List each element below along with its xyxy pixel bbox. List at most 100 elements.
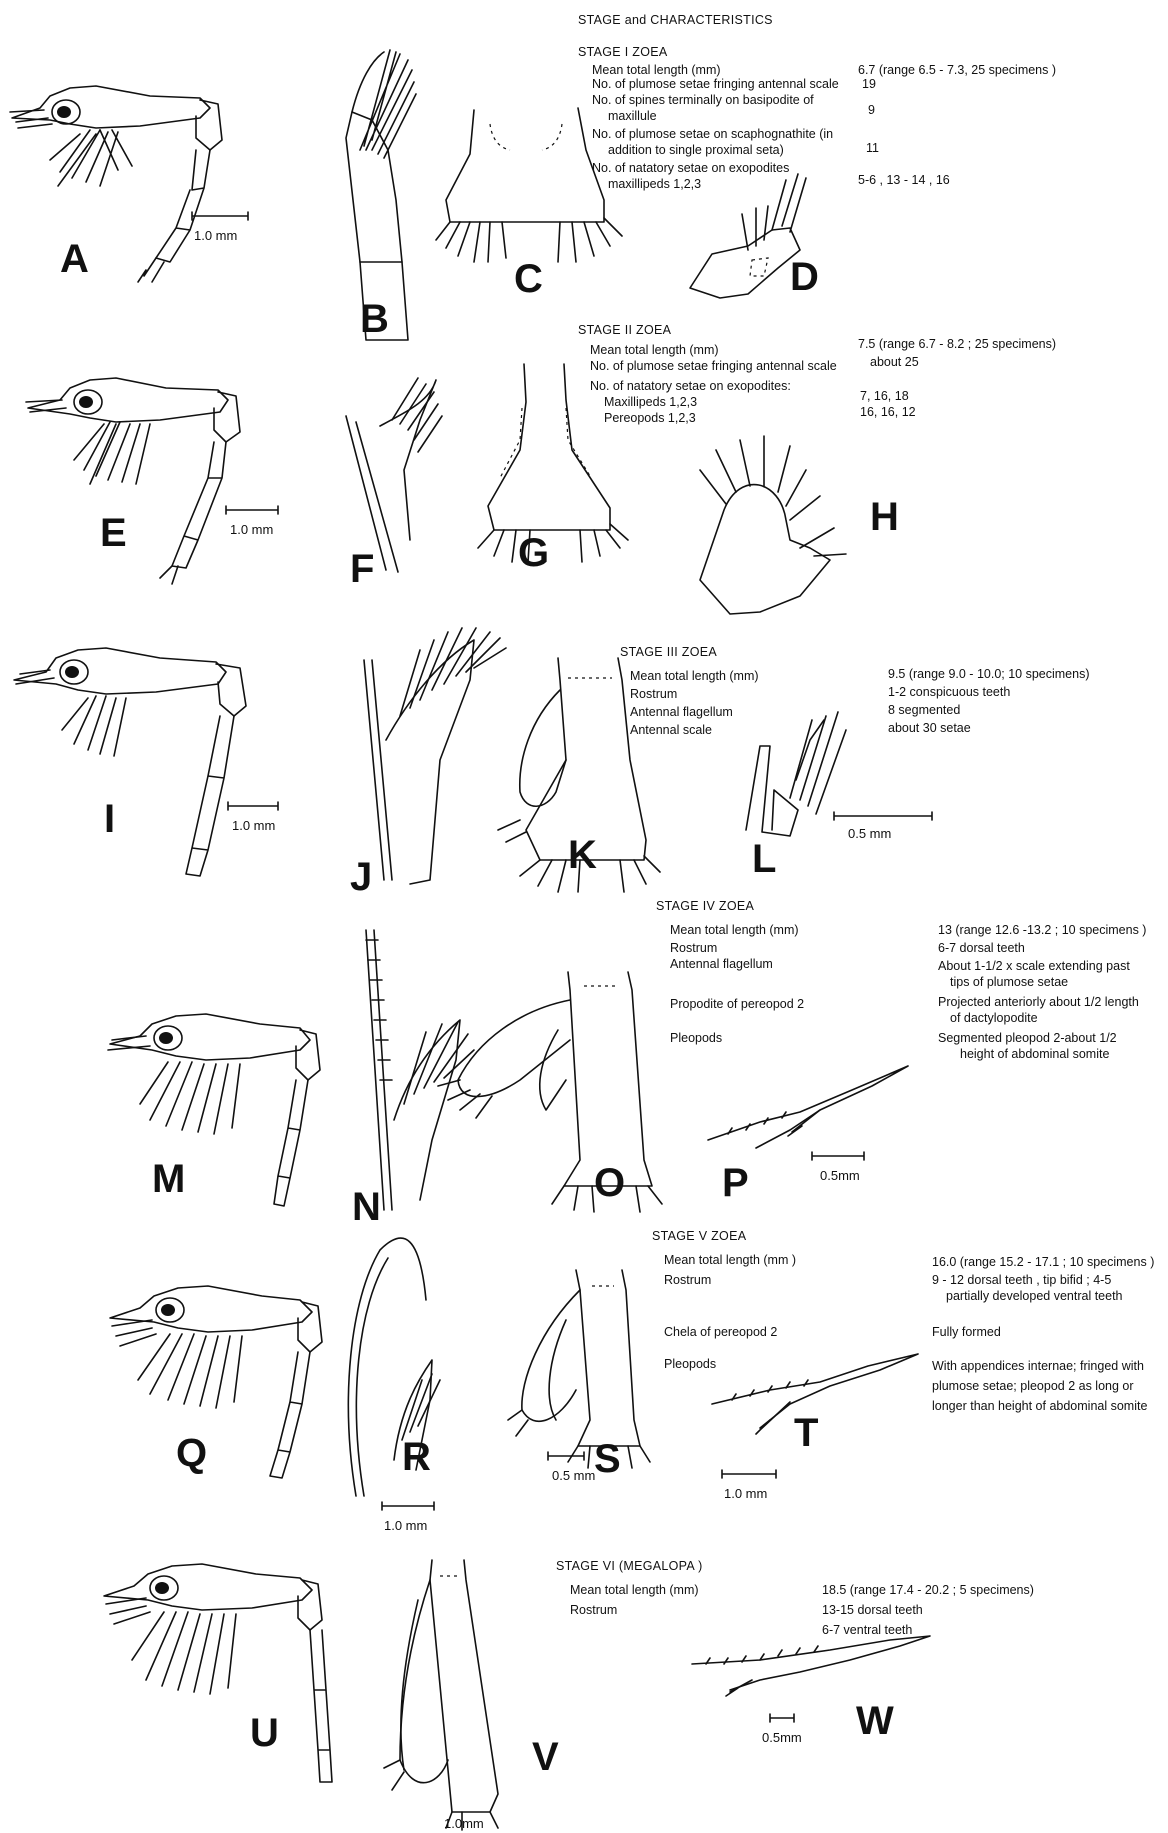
rostrum-drawing-p [708, 1066, 908, 1148]
larva-drawing-m [108, 1014, 320, 1206]
scale-label-t: 1.0 mm [724, 1486, 767, 1501]
characteristic-value: 9.5 (range 9.0 - 10.0; 10 specimens) [888, 666, 1090, 682]
figure-label-g: G [518, 531, 549, 575]
characteristic-label: No. of plumose setae on scaphognathite (… [592, 126, 833, 142]
figure-label-h: H [870, 495, 899, 539]
larva-drawing-a [10, 86, 222, 282]
scale-label-r: 1.0 mm [384, 1518, 427, 1533]
figure-label-q: Q [176, 1431, 207, 1475]
telson-drawing-v [384, 1560, 498, 1830]
characteristic-label: Mean total length (mm ) [664, 1252, 796, 1268]
scale-label-a: 1.0 mm [194, 228, 237, 243]
scale-bar-l: 0.5 mm [834, 812, 932, 841]
scale-label-l: 0.5 mm [848, 826, 891, 841]
scale-bar-e: 1.0 mm [226, 506, 278, 537]
scale-bar-w: 0.5mm [762, 1714, 802, 1745]
characteristic-value: 16.0 (range 15.2 - 17.1 ; 10 specimens ) [932, 1254, 1154, 1270]
larva-drawing-u [104, 1564, 332, 1782]
characteristic-value: Fully formed [932, 1324, 1001, 1340]
larva-drawing-e [26, 378, 240, 584]
characteristic-value: About 1-1/2 x scale extending past [938, 958, 1130, 974]
figure-label-f: F [350, 547, 374, 591]
characteristic-label: No. of plumose setae fringing antennal s… [592, 76, 839, 92]
stage-heading: STAGE IV ZOEA [656, 898, 754, 914]
scale-label-i: 1.0 mm [232, 818, 275, 833]
scale-label-w: 0.5mm [762, 1730, 802, 1745]
characteristic-value: about 30 setae [888, 720, 971, 736]
characteristic-label: Rostrum [630, 686, 677, 702]
figure-label-e: E [100, 511, 127, 555]
characteristic-value: 7.5 (range 6.7 - 8.2 ; 25 specimens) [858, 336, 1056, 352]
characteristic-label: Mean total length (mm) [590, 342, 719, 358]
characteristic-value: 5-6 , 13 - 14 , 16 [858, 172, 950, 188]
figure-label-r: R [402, 1435, 431, 1479]
scale-label-v: 1.0mm [444, 1816, 484, 1831]
figure-label-c: C [514, 257, 543, 301]
characteristic-label: Rostrum [570, 1602, 617, 1618]
characteristic-value: 11 [866, 140, 879, 156]
figure-label-i: I [104, 797, 115, 841]
characteristic-value: 9 - 12 dorsal teeth , tip bifid ; 4-5 [932, 1272, 1111, 1288]
characteristic-label: Mean total length (mm) [670, 922, 799, 938]
characteristic-label: Antennal flagellum [630, 704, 733, 720]
characteristic-value-cont: longer than height of abdominal somite [932, 1398, 1147, 1414]
characteristic-value: 16, 16, 12 [860, 404, 916, 420]
figure-label-d: D [790, 255, 819, 299]
antennal-scale-drawing-j [364, 628, 506, 884]
figure-label-k: K [568, 833, 597, 877]
characteristic-label: No. of natatory setae on exopodites [592, 160, 789, 176]
figure-label-w: W [856, 1699, 894, 1743]
characteristic-value: 7, 16, 18 [860, 388, 909, 404]
characteristic-label: Pleopods [664, 1356, 716, 1372]
characteristic-value: 9 [868, 102, 875, 118]
scale-bar-r: 1.0 mm [382, 1502, 434, 1533]
figure-label-t: T [794, 1411, 818, 1455]
telson-drawing-s [508, 1270, 650, 1468]
figure-label-s: S [594, 1437, 621, 1481]
figure-label-l: L [752, 837, 776, 881]
figure-label-v: V [532, 1735, 559, 1779]
characteristic-label: Pereopods 1,2,3 [604, 410, 696, 426]
stage-heading: STAGE II ZOEA [578, 322, 671, 338]
characteristic-value: With appendices internae; fringed with [932, 1358, 1144, 1374]
characteristic-value: 6-7 dorsal teeth [938, 940, 1025, 956]
telson-drawing-o [438, 972, 662, 1212]
characteristic-value: Segmented pleopod 2-about 1/2 [938, 1030, 1117, 1046]
characteristic-value: 1-2 conspicuous teeth [888, 684, 1010, 700]
characteristic-label: Pleopods [670, 1030, 722, 1046]
characteristic-label: No. of plumose setae fringing antennal s… [590, 358, 837, 374]
figure-label-m: M [152, 1157, 185, 1201]
maxillule-drawing-d [690, 174, 806, 298]
characteristic-label: Mean total length (mm) [570, 1582, 699, 1598]
characteristic-value: 13 (range 12.6 -13.2 ; 10 specimens ) [938, 922, 1146, 938]
characteristic-value-cont: plumose setae; pleopod 2 as long or [932, 1378, 1134, 1394]
figure-label-p: P [722, 1161, 749, 1205]
characteristic-label: Mean total length (mm) [630, 668, 759, 684]
stage-heading: STAGE V ZOEA [652, 1228, 746, 1244]
larva-drawing-i [14, 648, 246, 876]
characteristic-value-cont: height of abdominal somite [960, 1046, 1109, 1062]
scale-label-p: 0.5mm [820, 1168, 860, 1183]
scale-label-s: 0.5 mm [552, 1468, 595, 1483]
characteristic-label-cont: maxillipeds 1,2,3 [608, 176, 701, 192]
rostrum-drawing-w [692, 1636, 930, 1696]
characteristic-value: 13-15 dorsal teeth [822, 1602, 923, 1618]
characteristic-label: Rostrum [664, 1272, 711, 1288]
characteristic-label: Chela of pereopod 2 [664, 1324, 777, 1340]
larva-drawing-q [110, 1286, 322, 1478]
figure-label-j: J [350, 855, 372, 899]
antennal-scale-drawing-f [346, 378, 442, 572]
scale-bar-p: 0.5mm [812, 1152, 864, 1183]
figure-title: STAGE and CHARACTERISTICS [578, 12, 773, 28]
scale-bar-v: 1.0mm [444, 1816, 486, 1833]
characteristic-label: No. of natatory setae on exopodites: [590, 378, 791, 394]
figure-label-b: B [360, 297, 389, 341]
scale-bar-i: 1.0 mm [228, 802, 278, 833]
scale-bar-t: 1.0 mm [722, 1470, 776, 1501]
figure-label-o: O [594, 1161, 625, 1205]
figure-label-n: N [352, 1185, 381, 1229]
characteristic-label: Propodite of pereopod 2 [670, 996, 804, 1012]
appendage-drawing-h [700, 436, 846, 614]
maxilliped-drawing-l [746, 712, 846, 836]
characteristic-value: 6.7 (range 6.5 - 7.3, 25 specimens ) [858, 62, 1056, 78]
